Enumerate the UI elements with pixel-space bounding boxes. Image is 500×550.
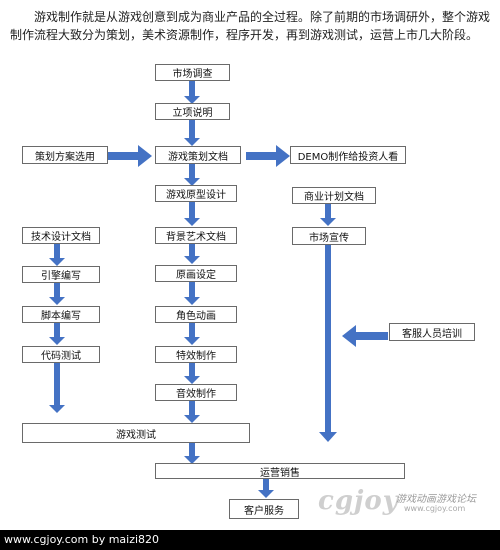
arrow-design-doc-to-demo — [246, 145, 290, 167]
arrow-tech-to-engine — [49, 244, 65, 266]
node-game-testing: 游戏测试 — [22, 423, 250, 443]
arrow-vfx-to-sfx — [184, 362, 200, 384]
node-concept-art: 原画设定 — [155, 265, 237, 282]
node-demo-investors: DEMO制作给投资人看 — [290, 146, 406, 164]
arrow-design-doc-to-prototype — [184, 163, 200, 186]
footer-credit: www.cgjoy.com by maizi820 — [0, 530, 500, 550]
node-sfx-production: 音效制作 — [155, 384, 237, 401]
node-prototype-design: 游戏原型设计 — [155, 185, 237, 202]
node-operations-sales: 运营销售 — [155, 463, 405, 479]
node-design-doc: 游戏策划文档 — [155, 146, 241, 164]
node-business-plan: 商业计划文档 — [292, 187, 376, 204]
arrow-art-doc-to-concept — [184, 243, 200, 264]
watermark: cgjoy 游戏动画游戏论坛 www.cgjoy.com — [318, 486, 500, 518]
node-art-doc: 背景艺术文档 — [155, 227, 237, 244]
watermark-logo: cgjoy — [318, 486, 399, 516]
arrow-research-to-approval — [184, 80, 200, 104]
arrow-sfx-to-testing — [184, 400, 200, 423]
arrow-script-to-code-test — [49, 322, 65, 345]
arrow-code-test-to-testing — [49, 362, 65, 413]
node-engine-coding: 引擎编写 — [22, 266, 100, 283]
arrow-animation-to-vfx — [184, 322, 200, 345]
node-customer-service: 客户服务 — [229, 499, 299, 519]
node-tech-design-doc: 技术设计文档 — [22, 227, 100, 244]
arrow-prototype-to-art-doc — [184, 201, 200, 226]
arrow-marketing-to-operations — [319, 245, 337, 442]
arrow-approval-to-design-doc — [184, 114, 200, 146]
node-project-approval: 立项说明 — [155, 103, 230, 120]
arrow-engine-to-script — [49, 283, 65, 305]
node-vfx-production: 特效制作 — [155, 346, 237, 363]
arrow-plan-to-design-doc — [108, 145, 152, 167]
node-market-research: 市场调查 — [155, 64, 230, 81]
node-script-coding: 脚本编写 — [22, 306, 100, 323]
arrow-business-to-marketing — [320, 203, 336, 226]
node-customer-training: 客服人员培训 — [389, 323, 475, 341]
watermark-url: www.cgjoy.com — [404, 504, 466, 513]
arrow-training-to-marketing — [342, 325, 388, 347]
arrow-testing-to-operations — [184, 443, 200, 464]
node-code-testing: 代码测试 — [22, 346, 100, 363]
watermark-site-name: 游戏动画游戏论坛 — [396, 494, 476, 505]
node-plan-selection: 策划方案选用 — [22, 146, 108, 164]
intro-paragraph: 游戏制作就是从游戏创意到成为商业产品的全过程。除了前期的市场调研外，整个游戏制作… — [10, 10, 491, 42]
arrow-operations-to-service — [258, 478, 274, 498]
node-character-animation: 角色动画 — [155, 306, 237, 323]
arrow-concept-to-animation — [184, 281, 200, 305]
node-marketing: 市场宣传 — [292, 227, 366, 245]
